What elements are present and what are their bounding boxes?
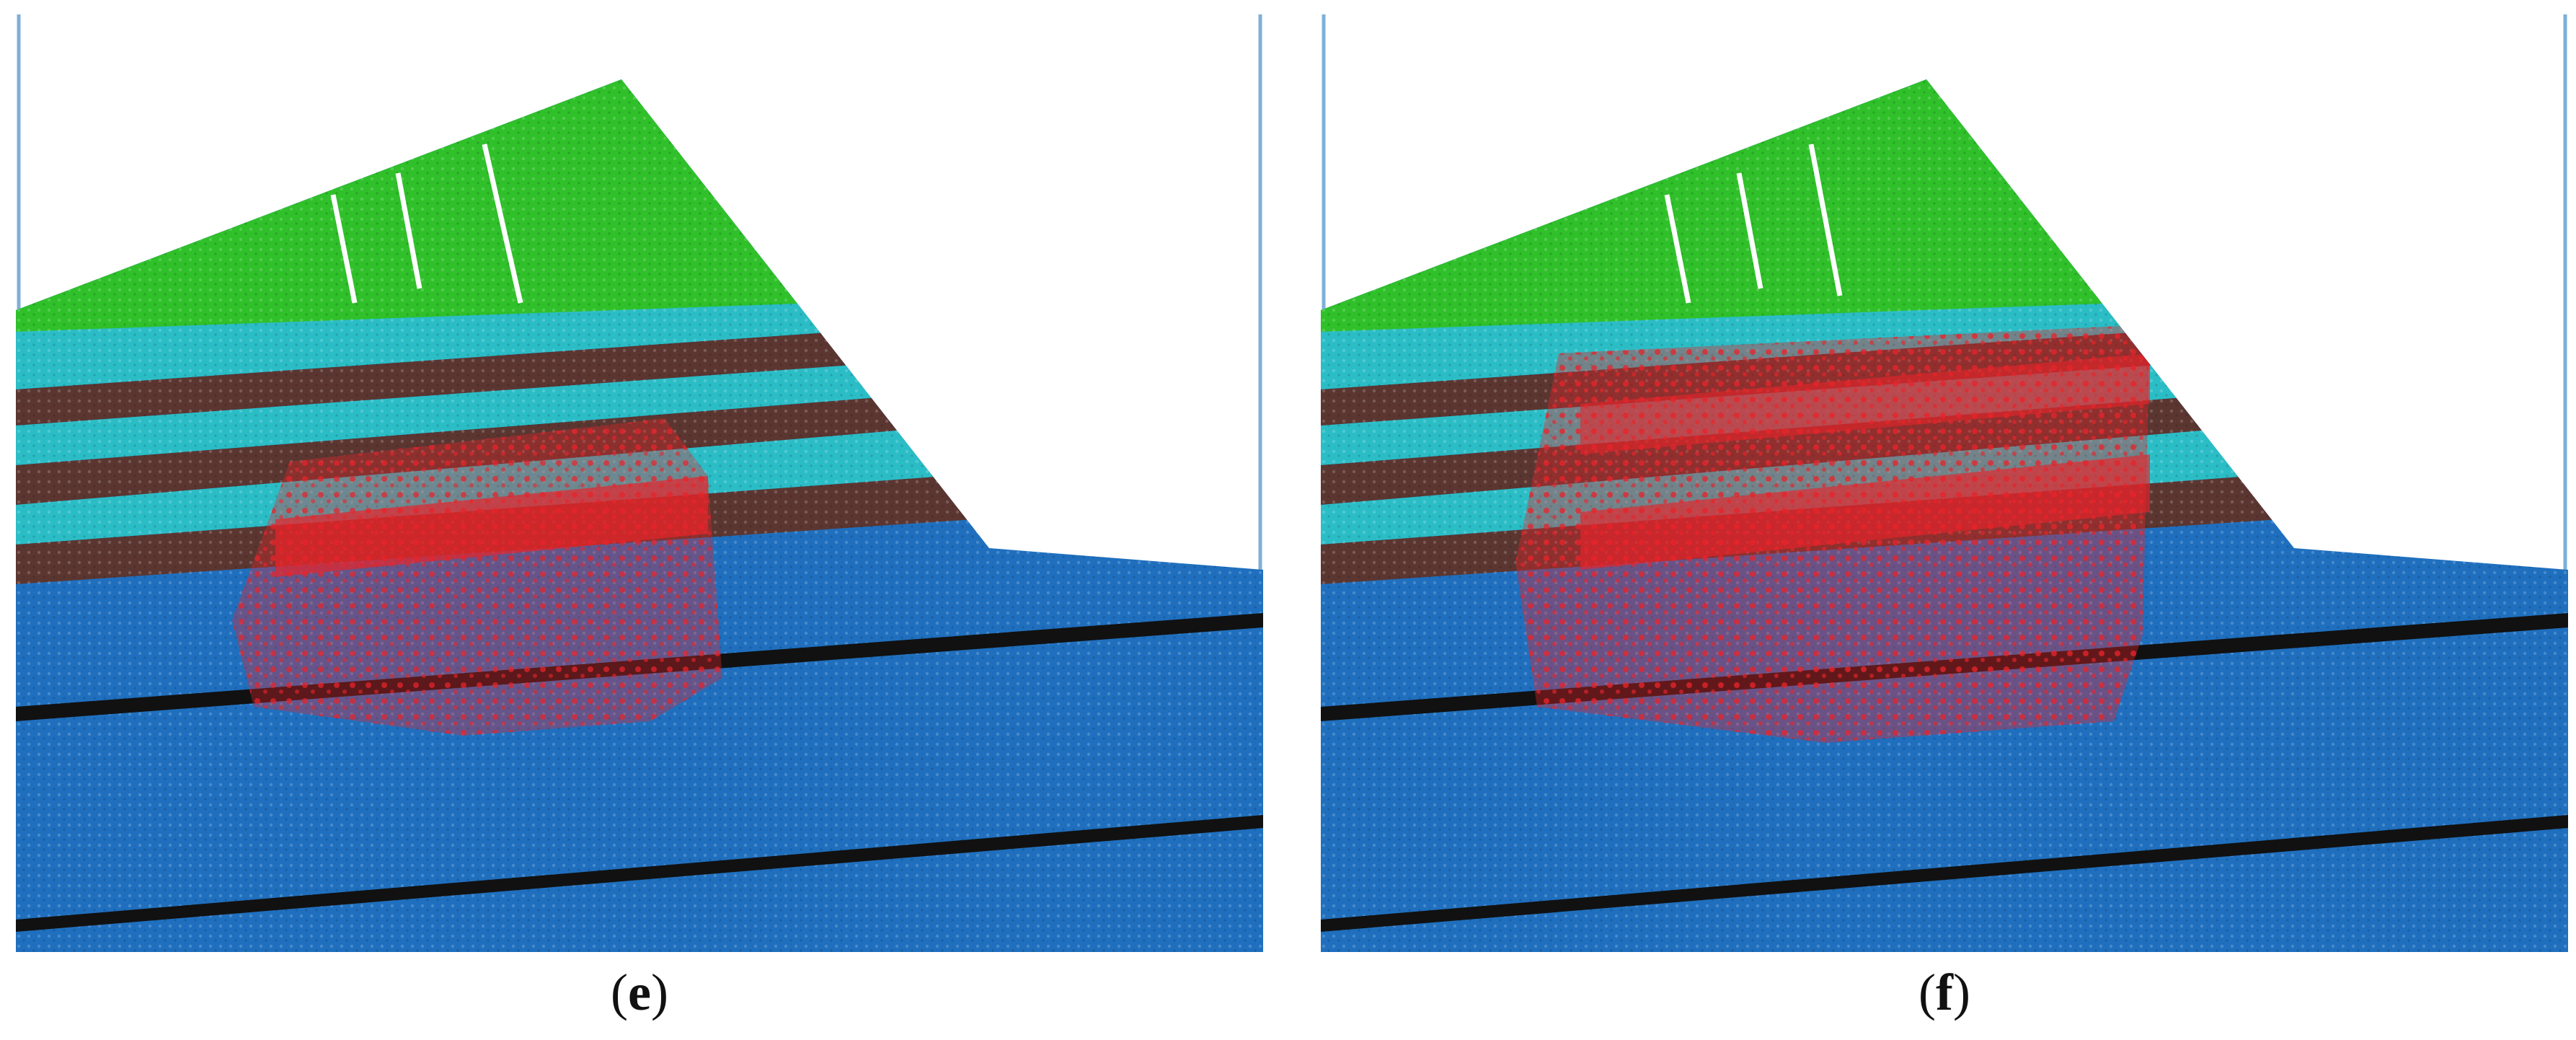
failure-band (275, 476, 708, 577)
failure-band-upper (1580, 353, 2150, 454)
simulation-panel-e (16, 14, 1263, 952)
tension-cracks (330, 144, 523, 304)
caption-e: (e) (611, 964, 668, 1021)
slope-model-f (1321, 14, 2568, 952)
caption-f: (f) (1918, 964, 1970, 1021)
lower-seam-line (1321, 815, 2568, 932)
slope-model-e (16, 14, 1263, 952)
tension-cracks (1664, 144, 1843, 304)
lower-seam-line (16, 815, 1263, 932)
failure-band-lower (1580, 454, 2150, 570)
simulation-panel-f (1321, 14, 2568, 952)
